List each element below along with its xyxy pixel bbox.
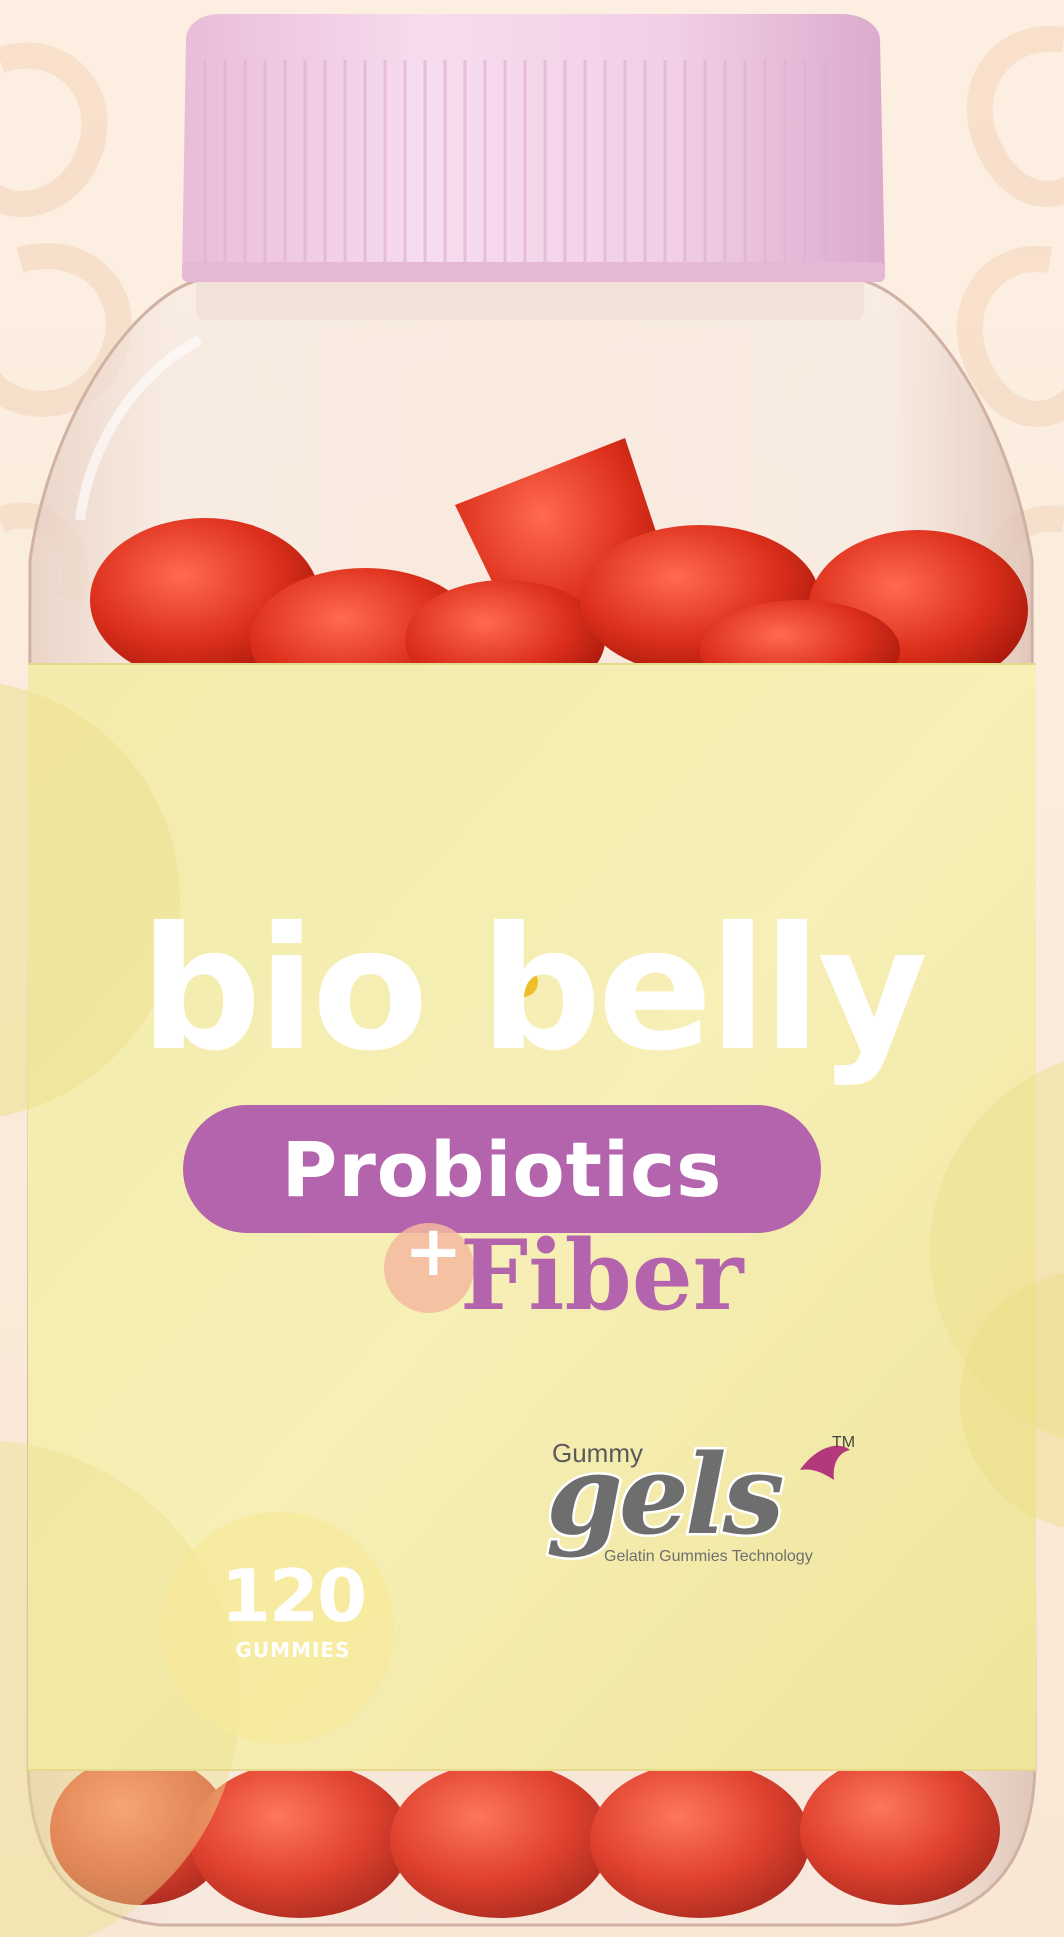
badge-gummy-text: Gummy [552,1438,643,1468]
jar-neck [196,270,864,320]
gummies-bottom [50,1755,1000,1918]
count-circle [162,1512,394,1744]
count-number: 120 [220,1554,367,1638]
brand-dot [508,967,538,997]
plus-sign: + [404,1210,463,1292]
brand-name: bio belly [139,891,928,1089]
badge-trademark: TM [832,1434,856,1451]
gels-bird-icon [800,1445,850,1480]
product-line-text: Probiotics [281,1124,723,1214]
jar-cap [182,14,885,282]
badge-gels-text: gels [544,1430,788,1559]
count-unit: GUMMIES [235,1638,351,1662]
secondary-ingredient: Fiber [460,1219,744,1332]
plus-circle [384,1223,474,1313]
product-line-pill: Probiotics [183,1105,821,1233]
glass-highlight [75,335,203,521]
badge-tagline: Gelatin Gummies Technology [604,1548,813,1565]
